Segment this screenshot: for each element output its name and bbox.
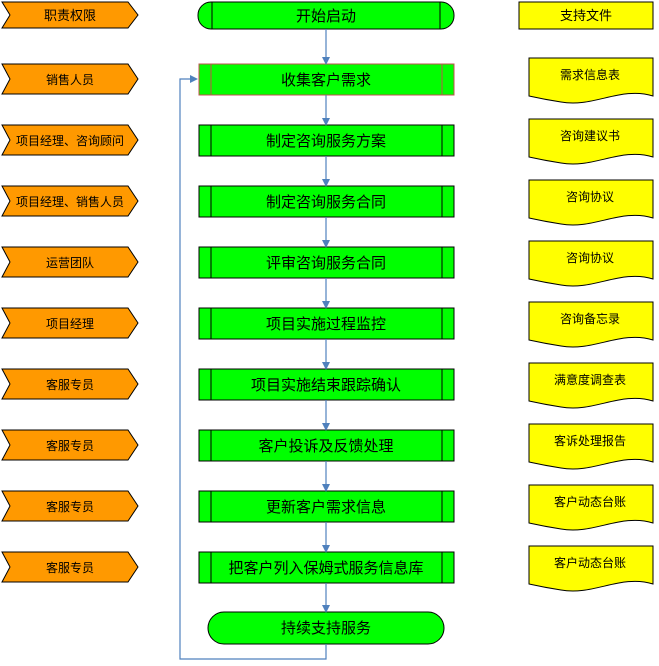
process-step-label: 收集客户需求: [281, 71, 371, 89]
role-tag: 客服专员: [1, 490, 139, 522]
role-label: 客服专员: [46, 499, 94, 514]
document-shape: 客诉处理报告: [528, 423, 654, 470]
process-step-label: 项目实施结束跟踪确认: [251, 376, 401, 394]
document-label: 满意度调查表: [554, 372, 626, 387]
document-label: 咨询建议书: [560, 128, 620, 143]
document-shape: 客户动态台账: [528, 484, 654, 531]
roles-header: 职责权限: [1, 1, 139, 29]
role-label: 客服专员: [46, 438, 94, 453]
process-step-label: 把客户列入保姆式服务信息库: [228, 559, 423, 577]
document-label: 咨询协议: [566, 250, 614, 265]
role-tag: 客服专员: [1, 429, 139, 461]
end-label: 持续支持服务: [281, 619, 371, 637]
process-step-label: 制定咨询服务方案: [266, 132, 386, 150]
roles-header-label: 职责权限: [44, 8, 96, 24]
document-label: 咨询备忘录: [560, 311, 620, 326]
role-tag: 项目经理、销售人员: [1, 185, 139, 217]
docs-header: 支持文件: [518, 1, 654, 30]
document-shape: 需求信息表: [528, 57, 654, 104]
role-label: 项目经理、咨询顾问: [16, 133, 124, 148]
process-step-label: 评审咨询服务合同: [266, 254, 386, 272]
process-step: 把客户列入保姆式服务信息库: [198, 551, 455, 584]
role-label: 项目经理: [46, 317, 94, 331]
role-tag: 客服专员: [1, 368, 139, 400]
document-shape: 咨询备忘录: [528, 301, 654, 348]
role-tag: 运营团队: [1, 246, 139, 278]
role-tag: 项目经理、咨询顾问: [1, 124, 139, 156]
process-step-label: 更新客户需求信息: [266, 498, 386, 516]
docs-header-label: 支持文件: [560, 9, 612, 24]
document-label: 客诉处理报告: [554, 433, 626, 448]
feedback-loop-line: [179, 75, 327, 660]
process-step-label: 客户投诉及反馈处理: [258, 437, 393, 455]
role-label: 客服专员: [46, 560, 94, 575]
start-terminal: 开始启动: [197, 1, 455, 30]
document-shape: 咨询建议书: [528, 118, 654, 165]
role-label: 客服专员: [46, 377, 94, 392]
process-step: 更新客户需求信息: [198, 490, 455, 523]
process-step: 客户投诉及反馈处理: [198, 429, 455, 462]
start-label: 开始启动: [296, 7, 356, 25]
end-terminal: 持续支持服务: [207, 611, 445, 645]
process-step: 制定咨询服务合同: [198, 185, 455, 218]
document-shape: 咨询协议: [528, 179, 654, 226]
role-label: 运营团队: [46, 255, 94, 270]
role-label: 销售人员: [46, 72, 94, 87]
process-step-label: 项目实施过程监控: [266, 315, 386, 333]
process-step: 制定咨询服务方案: [198, 124, 455, 157]
document-shape: 客户动态台账: [528, 545, 654, 592]
document-label: 客户动态台账: [554, 555, 626, 570]
document-label: 咨询协议: [566, 189, 614, 204]
document-label: 需求信息表: [560, 67, 620, 82]
role-tag: 销售人员: [1, 63, 139, 95]
process-step: 评审咨询服务合同: [198, 246, 455, 279]
process-step: 收集客户需求: [198, 63, 455, 96]
document-shape: 满意度调查表: [528, 362, 654, 409]
role-label: 项目经理、销售人员: [16, 194, 124, 209]
process-step: 项目实施结束跟踪确认: [198, 368, 455, 401]
process-step: 项目实施过程监控: [198, 307, 455, 340]
document-label: 客户动态台账: [554, 494, 626, 509]
process-step-label: 制定咨询服务合同: [266, 193, 386, 211]
role-tag: 项目经理: [1, 307, 139, 339]
document-shape: 咨询协议: [528, 240, 654, 287]
role-tag: 客服专员: [1, 551, 139, 583]
